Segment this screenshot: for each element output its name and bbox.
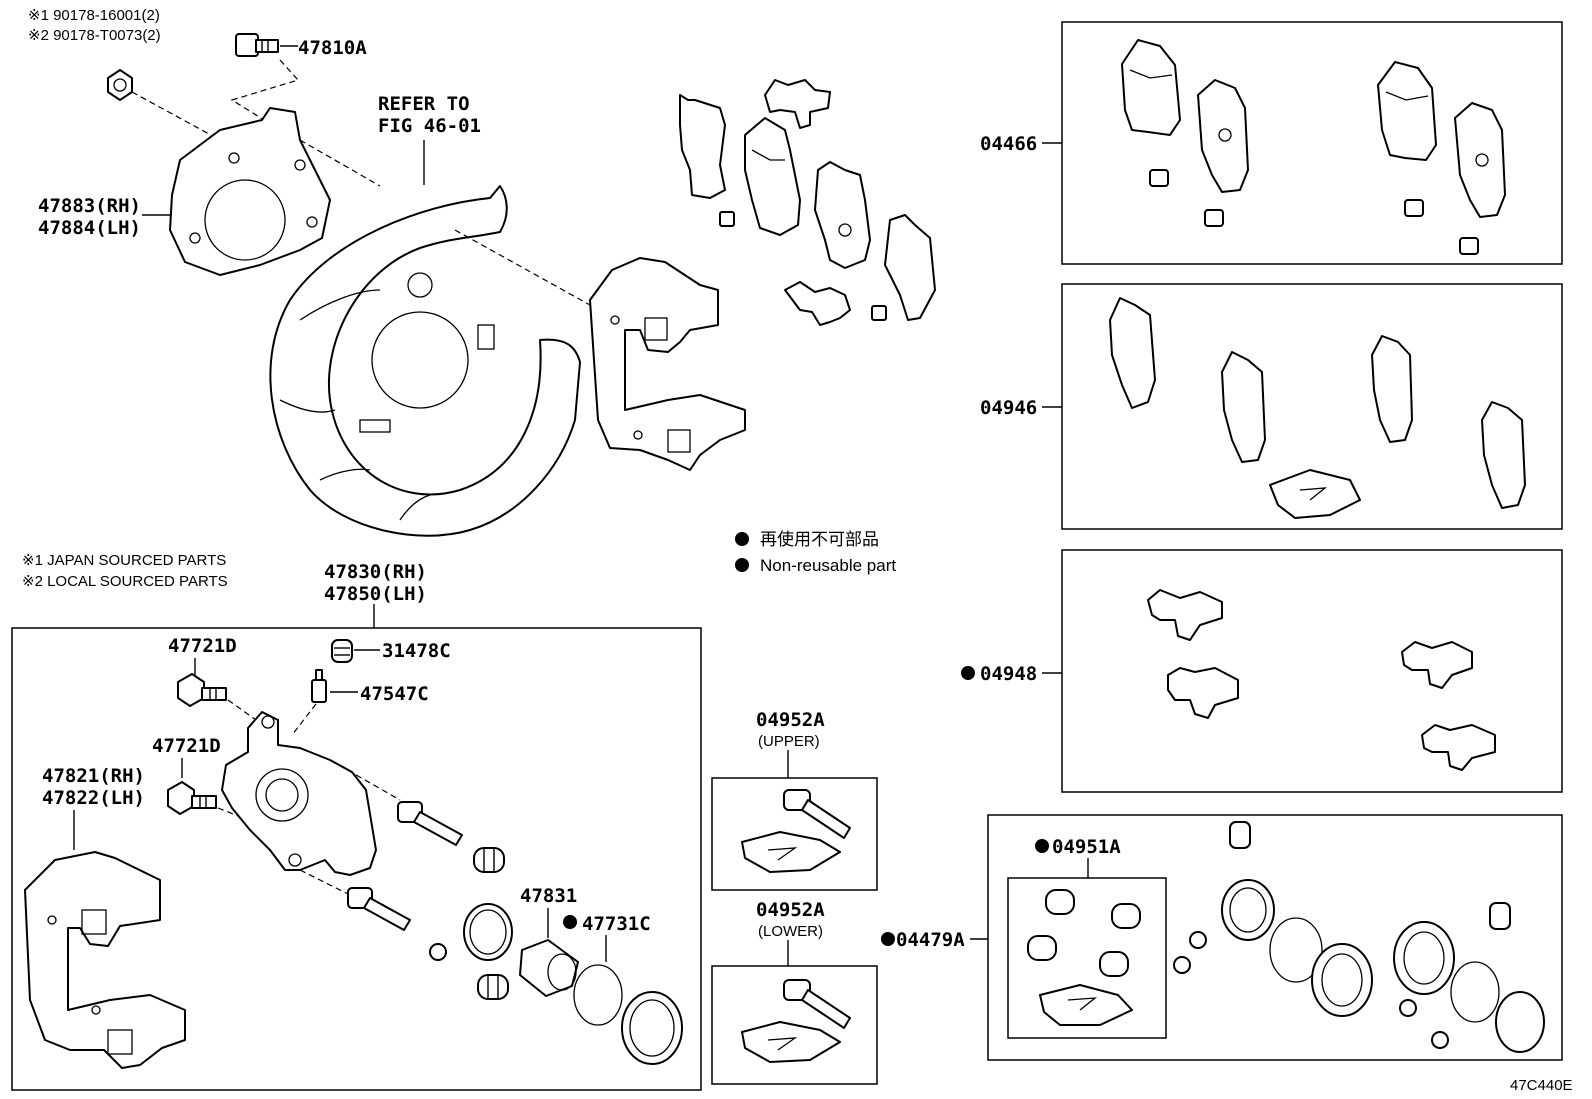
label-04951A: 04951A (1052, 836, 1121, 858)
refer-to-line-1: REFER TO (378, 93, 470, 115)
nonreusable-jp: 再使用不可部品 (760, 529, 879, 549)
cylinder-kit-04479A-parts[interactable] (1173, 821, 1545, 1053)
label-04948: 04948 (980, 663, 1037, 685)
label-04952A-lower: 04952A (756, 899, 825, 921)
slide-pin-upper[interactable] (397, 801, 463, 846)
kit-04952A-upper-box (711, 777, 878, 891)
bolt-47721D-upper[interactable] (177, 673, 227, 707)
label-upper: (UPPER) (758, 733, 820, 750)
label-47810A: 47810A (298, 37, 367, 59)
label-47850: 47850(LH) (324, 583, 427, 605)
figure-code: 47C440E (1510, 1077, 1573, 1094)
dust-shield[interactable] (269, 185, 581, 537)
pad-support-plate-kit-04948[interactable] (1147, 589, 1496, 771)
caliper-mounting-bracket-top[interactable] (589, 257, 746, 471)
bleeder-plug-47547C[interactable] (311, 669, 327, 703)
legend-japan-sourced: ※1 JAPAN SOURCED PARTS (22, 552, 226, 569)
piston-seal[interactable] (463, 903, 513, 961)
label-47821: 47821(RH) (42, 765, 145, 787)
label-47831: 47831 (520, 885, 577, 907)
label-47721D-upper: 47721D (168, 635, 237, 657)
reference-note-2: ※2 90178-T0073(2) (28, 27, 161, 44)
label-31478C: 31478C (382, 640, 451, 662)
kit-04479A-box (987, 814, 1563, 1061)
reference-note-1: ※1 90178-16001(2) (28, 7, 160, 24)
slide-pin-lower[interactable] (347, 887, 411, 931)
cylinder-boot[interactable] (621, 991, 683, 1065)
label-04946: 04946 (980, 397, 1037, 419)
label-04466: 04466 (980, 133, 1037, 155)
boot-lower[interactable] (477, 974, 509, 1000)
nonreusable-en: Non-reusable part (760, 556, 896, 575)
anti-squeal-shim-kit-04946[interactable] (1109, 297, 1526, 519)
boot-kit-04951A[interactable] (1027, 889, 1141, 1026)
refer-to-line-2: FIG 46-01 (378, 115, 481, 137)
kit-04948-box (1061, 549, 1563, 793)
piston-seal-47731C[interactable] (573, 964, 623, 1026)
caliper-body-47830-47850[interactable] (221, 711, 377, 876)
label-04479A: 04479A (896, 929, 965, 951)
brake-pad-kit-04466[interactable] (1121, 39, 1506, 255)
bleeder-cap-31478C[interactable] (331, 639, 353, 663)
label-47547C: 47547C (360, 683, 429, 705)
bolt-47810A[interactable] (235, 33, 279, 57)
label-lower: (LOWER) (758, 923, 823, 940)
pads-and-clips-top[interactable] (679, 79, 936, 326)
label-47731C: 47731C (582, 913, 651, 935)
boot-upper[interactable] (473, 847, 505, 873)
piston-47831[interactable] (519, 939, 579, 997)
label-47822: 47822(LH) (42, 787, 145, 809)
caliper-assembly-box (11, 627, 702, 1091)
bushing[interactable] (429, 943, 447, 961)
label-47884: 47884(LH) (38, 217, 141, 239)
label-47830: 47830(RH) (324, 561, 427, 583)
legend-local-sourced: ※2 LOCAL SOURCED PARTS (22, 573, 228, 590)
nut-90178[interactable] (107, 69, 133, 101)
label-47883: 47883(RH) (38, 195, 141, 217)
slide-pin-kit-upper[interactable] (741, 789, 851, 873)
caliper-bracket-47821-47822[interactable] (24, 851, 186, 1069)
label-04952A-upper: 04952A (756, 709, 825, 731)
slide-pin-kit-lower[interactable] (741, 979, 851, 1063)
label-47721D-lower: 47721D (152, 735, 221, 757)
bolt-47721D-lower[interactable] (167, 781, 217, 815)
kit-04952A-lower-box (711, 965, 878, 1085)
kit-04951A-box (1007, 877, 1167, 1039)
hub-bracket-47883-47884[interactable] (169, 107, 331, 276)
